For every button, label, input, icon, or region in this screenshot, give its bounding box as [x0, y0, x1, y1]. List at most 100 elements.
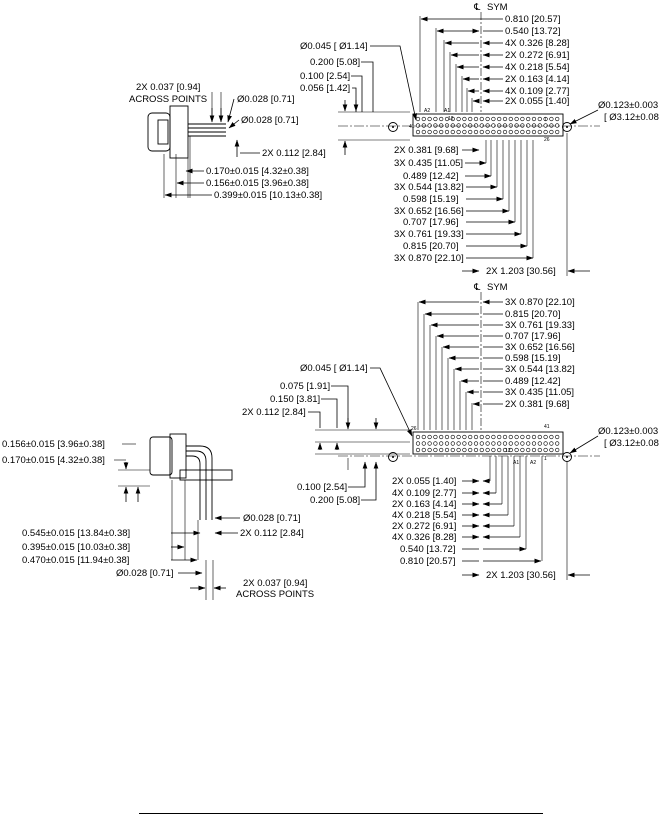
top-pin-hole	[485, 123, 490, 128]
bacross-points-1: 2X 0.037 [0.94]	[243, 578, 307, 589]
bottom-pin-hole	[427, 441, 432, 446]
ldim-0326: 4X 0.326 [8.28]	[392, 532, 456, 543]
mount-hole-dia-1: Ø0.123±0.003	[598, 100, 658, 111]
centerline-symbol: ℄	[473, 2, 481, 13]
top-pin-hole	[427, 129, 432, 135]
top-pin-hole	[491, 123, 496, 128]
ldim-0272: 2X 0.272 [6.91]	[392, 521, 456, 532]
top-pin-hole	[514, 129, 519, 135]
bottom-pin-hole	[439, 441, 444, 446]
bottom-pin-hole	[520, 447, 525, 453]
top-pin-hole	[450, 123, 455, 128]
bottom-pin-hole	[508, 441, 513, 446]
bhole-dia: Ø0.045 [ Ø1.14]	[300, 363, 368, 374]
bottom-pin-hole	[415, 434, 421, 440]
bdim-0156: 0.156±0.015 [3.96±0.38]	[2, 439, 105, 450]
top-pin-hole	[468, 123, 473, 128]
top-pin-hole	[497, 129, 502, 135]
top-pin-hole	[415, 123, 421, 128]
bpin-label-12: 12	[505, 448, 511, 454]
ldim-0163: 2X 0.163 [4.14]	[392, 499, 456, 510]
top-pin-hole	[479, 129, 484, 135]
bottom-pin-hole	[514, 441, 519, 446]
bdim-0395: 0.395±0.015 [10.03±0.38]	[22, 542, 130, 553]
bdim-0470: 0.470±0.015 [11.94±0.38]	[22, 555, 129, 566]
bottom-pin-hole	[421, 434, 426, 440]
bdim-0545: 0.545±0.015 [13.84±0.38]	[22, 528, 130, 539]
bpin-label-a1: A1	[513, 460, 519, 466]
bottom-pin-hole	[531, 441, 537, 446]
bottom-pin-hole	[450, 434, 455, 440]
bottom-pin-hole	[526, 434, 531, 440]
bottom-pin-hole	[549, 434, 554, 440]
page-bottom-rule	[139, 813, 543, 814]
bottom-connector-side-view: 0.156±0.015 [3.96±0.38] 0.170±0.015 [4.3…	[2, 433, 314, 600]
bpin-dia-2: Ø0.028 [0.71]	[116, 568, 174, 579]
top-pin-hole	[439, 123, 444, 128]
bpin-label-41: 41	[544, 424, 550, 430]
dim-0435: 3X 0.435 [11.05]	[394, 158, 463, 169]
top-pin-hole	[508, 116, 513, 122]
top-pin-hole	[421, 129, 426, 135]
top-pin-hole	[439, 116, 444, 122]
top-pin-footprint: A2 A1 41 12 1 26	[338, 108, 600, 143]
bottom-pin-hole	[549, 441, 554, 446]
top-pin-hole	[433, 116, 438, 122]
top-right-dims: 0.810 [20.57] 0.540 [13.72] 4X 0.326 [8.…	[419, 14, 569, 112]
bottom-pin-hole	[433, 434, 438, 440]
dim-0109: 4X 0.109 [2.77]	[505, 86, 569, 97]
bottom-pin-hole	[462, 434, 467, 440]
pin-label-a1: A1	[444, 108, 450, 114]
bdim-0815: 0.815 [20.70]	[505, 309, 560, 320]
dim-0381: 2X 0.381 [9.68]	[394, 145, 458, 156]
top-pin-hole	[531, 116, 537, 122]
top-pin-hole	[439, 129, 444, 135]
bdim-0381: 2X 0.381 [9.68]	[505, 399, 569, 410]
bottom-pin-hole	[433, 447, 438, 453]
top-pin-hole	[537, 123, 542, 128]
dim-0810: 0.810 [20.57]	[505, 14, 560, 25]
top-pin-hole	[485, 129, 490, 135]
bmount-hole-dia-2: [ Ø3.12±0.08	[604, 438, 659, 449]
ldim-0055: 2X 0.055 [1.40]	[392, 476, 456, 487]
top-pin-hole	[543, 123, 548, 128]
bottom-pin-hole	[473, 441, 479, 446]
top-pin-hole	[444, 123, 450, 128]
bpitch-0100: 0.100 [2.54]	[297, 482, 347, 493]
bottom-pin-hole	[456, 434, 461, 440]
dim-0540: 0.540 [13.72]	[505, 26, 560, 37]
sym-label-2: SYM	[487, 282, 508, 293]
bdim-0544: 3X 0.544 [13.82]	[505, 364, 575, 375]
dim-0156: 0.156±0.015 [3.96±0.38]	[206, 178, 309, 189]
top-pin-hole	[537, 116, 542, 122]
pin-dia-1: Ø0.028 [0.71]	[237, 94, 295, 105]
bottom-pin-hole	[520, 441, 525, 446]
bdim-0652: 3X 0.652 [16.56]	[505, 342, 575, 353]
bottom-pin-hole	[473, 447, 479, 453]
dim-0544: 3X 0.544 [13.82]	[394, 182, 464, 193]
bottom-pin-hole	[462, 441, 467, 446]
bottom-pin-hole	[450, 441, 455, 446]
bottom-pin-hole	[433, 441, 438, 446]
bottom-pin-hole	[415, 441, 421, 446]
bottom-pin-hole	[497, 441, 502, 446]
dim-0055: 2X 0.055 [1.40]	[505, 96, 569, 107]
bottom-pin-hole	[502, 441, 508, 446]
top-pin-hole	[514, 123, 519, 128]
top-pin-hole	[468, 116, 473, 122]
top-pin-hole	[526, 116, 531, 122]
bottom-pin-hole	[485, 447, 490, 453]
pitch-0056: 0.056 [1.42]	[300, 83, 350, 94]
bottom-lower-dim-stack: 2X 0.055 [1.40] 4X 0.109 [2.77] 2X 0.163…	[392, 456, 590, 581]
across-points-2: ACROSS POINTS	[129, 94, 207, 105]
top-pin-hole	[450, 116, 455, 122]
mounting-hole-right	[562, 122, 572, 132]
top-pin-hole	[537, 129, 542, 135]
top-pin-hole	[520, 129, 525, 135]
hole-dia: Ø0.045 [ Ø1.14]	[300, 41, 368, 52]
pitch-0100: 0.100 [2.54]	[300, 71, 350, 82]
dim-0598: 0.598 [15.19]	[403, 194, 458, 205]
bdim-0435: 3X 0.435 [11.05]	[505, 387, 574, 398]
bottom-pin-hole	[473, 434, 479, 440]
